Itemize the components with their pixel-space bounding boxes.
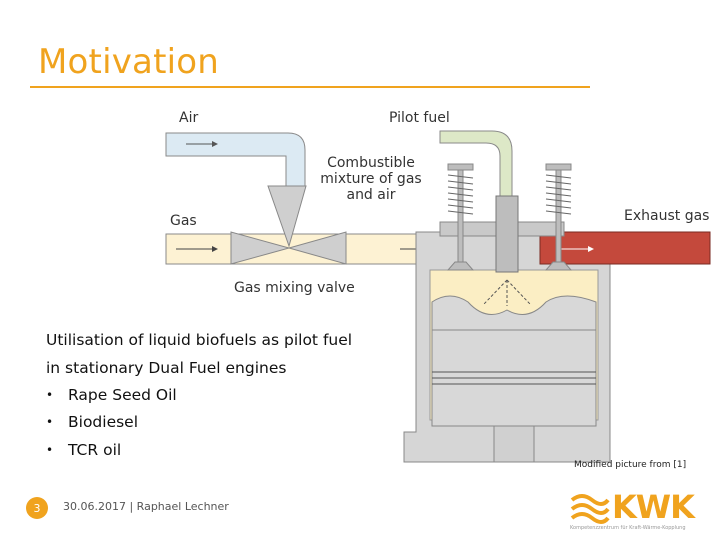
logo-wave-icon xyxy=(570,494,610,524)
mixing-valve-right xyxy=(287,231,347,265)
intro-line-1: Utilisation of liquid biofuels as pilot … xyxy=(46,331,353,349)
bullet-dot-icon: • xyxy=(46,387,54,402)
bullet-dot-icon: • xyxy=(46,415,54,430)
exhaust-valve-stem xyxy=(555,169,562,271)
intake-valve-spring xyxy=(447,174,474,215)
intro-line-2: in stationary Dual Fuel engines xyxy=(46,359,287,377)
intake-valve-head xyxy=(446,261,475,271)
list-item-label: Rape Seed Oil xyxy=(68,385,177,404)
piston-crown xyxy=(431,295,597,331)
list-item-label: Biodiesel xyxy=(68,413,139,432)
list-item: • TCR oil xyxy=(46,436,177,464)
spray-line-3 xyxy=(506,279,531,305)
bullet-list: • Rape Seed Oil • Biodiesel • TCR oil xyxy=(46,381,177,464)
exhaust-pipe xyxy=(539,231,711,265)
air-label: Air xyxy=(179,110,199,126)
exhaust-valve-head xyxy=(544,261,573,271)
list-item: • Biodiesel xyxy=(46,409,177,437)
title-divider xyxy=(30,86,590,88)
mixing-valve-left xyxy=(230,231,291,265)
air-flow-arrowhead xyxy=(212,141,218,147)
spray-line-1 xyxy=(483,279,508,305)
mixing-valve-top xyxy=(267,185,307,248)
pilot-injector xyxy=(495,195,519,273)
combustible-mixture-label: Combustible mixture of gas and air xyxy=(320,155,422,203)
logo-subtitle: Kompetenzzentrum für Kraft-Wärme-Kopplun… xyxy=(570,525,686,531)
list-item-label: TCR oil xyxy=(68,440,122,459)
page-title: Motivation xyxy=(38,42,219,82)
exhaust-valve-spring xyxy=(545,174,572,215)
kwk-logo: KWK Kompetenzzentrum für Kraft-Wärme-Kop… xyxy=(570,488,700,534)
page-number-badge: 3 xyxy=(26,497,48,519)
intake-valve-stem xyxy=(457,169,464,271)
gas-label: Gas xyxy=(170,213,197,229)
exhaust-valve-cap xyxy=(545,163,572,171)
exhaust-gas-label: Exhaust gas xyxy=(624,208,710,224)
list-item: • Rape Seed Oil xyxy=(46,381,177,409)
intro-text: Utilisation of liquid biofuels as pilot … xyxy=(46,326,376,382)
connecting-rod xyxy=(493,425,535,463)
bullet-dot-icon: • xyxy=(46,442,54,457)
air-pipe xyxy=(165,132,306,187)
pilot-fuel-label: Pilot fuel xyxy=(389,110,450,126)
gas-flow-arrowhead-1 xyxy=(212,246,218,252)
footer-text: 30.06.2017 | Raphael Lechner xyxy=(63,500,229,513)
logo-text: KWK xyxy=(612,488,695,526)
intake-valve-cap xyxy=(447,163,474,171)
gas-mixing-valve-label: Gas mixing valve xyxy=(234,280,355,296)
exhaust-flow-arrowhead xyxy=(588,246,594,252)
figure-caption: Modified picture from [1] xyxy=(574,460,687,470)
